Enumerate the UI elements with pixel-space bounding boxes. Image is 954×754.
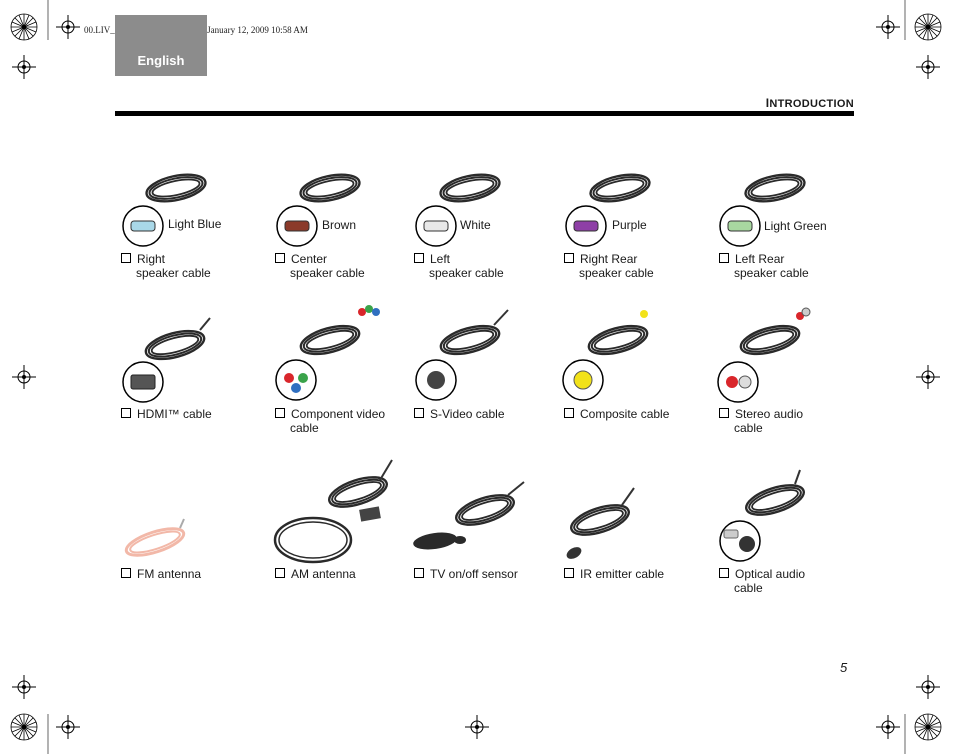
checkbox-icon	[564, 568, 574, 578]
caption-left-rear-speaker-cable: Left Rear speaker cable	[719, 252, 809, 280]
caption-tv-sensor: TV on/off sensor	[414, 567, 518, 581]
checkbox-icon	[414, 568, 424, 578]
checkbox-icon	[121, 408, 131, 418]
speaker-cable-right-icon	[122, 168, 210, 247]
composite-cable-icon	[562, 310, 652, 401]
caption-line1: HDMI™ cable	[137, 407, 212, 421]
registration-mark-icon	[10, 0, 942, 754]
hdmi-cable-icon	[122, 317, 211, 403]
color-label-white: White	[460, 218, 491, 232]
color-label-brown: Brown	[322, 218, 357, 232]
header-rule	[115, 111, 854, 116]
s-video-cable-icon	[415, 309, 509, 401]
caption-line2: cable	[734, 581, 763, 595]
color-label-purple: Purple	[612, 218, 647, 232]
checkbox-icon	[564, 253, 574, 263]
section-title: INTRODUCTION	[766, 96, 854, 110]
caption-line1: Optical audio	[735, 567, 806, 581]
caption-line1: Stereo audio	[735, 407, 804, 421]
checkbox-icon	[121, 568, 131, 578]
caption-line2: cable	[734, 421, 763, 435]
caption-line1: Center	[291, 252, 328, 266]
language-tab: English	[115, 15, 207, 76]
optical-audio-cable-icon	[719, 469, 809, 562]
caption-line2: speaker cable	[136, 266, 211, 280]
component-video-cable-icon	[275, 305, 380, 401]
caption-line1: FM antenna	[137, 567, 202, 581]
caption-line2: speaker cable	[579, 266, 654, 280]
caption-am-antenna: AM antenna	[275, 567, 356, 581]
speaker-cable-right-rear-icon	[565, 168, 654, 247]
caption-hdmi-cable: HDMI™ cable	[121, 407, 212, 421]
caption-right-rear-speaker-cable: Right Rear speaker cable	[564, 252, 654, 280]
checkbox-icon	[275, 408, 285, 418]
color-label-light-green: Light Green	[764, 219, 827, 233]
color-label-light-blue: Light Blue	[168, 217, 222, 231]
caption-line1: Left Rear	[735, 252, 785, 266]
checkbox-icon	[719, 408, 729, 418]
caption-line2: speaker cable	[734, 266, 809, 280]
page-number: 5	[840, 660, 848, 675]
checkbox-icon	[275, 253, 285, 263]
caption-line1: Right Rear	[580, 252, 638, 266]
caption-optical-audio-cable: Optical audio cable	[719, 567, 805, 595]
caption-line1: TV on/off sensor	[430, 567, 518, 581]
caption-center-speaker-cable: Center speaker cable	[275, 252, 365, 280]
speaker-cable-left-rear-icon	[719, 168, 809, 247]
checkbox-icon	[275, 568, 285, 578]
tv-sensor-icon	[413, 481, 525, 550]
checkbox-icon	[414, 253, 424, 263]
checkbox-icon	[719, 568, 729, 578]
caption-line2: speaker cable	[290, 266, 365, 280]
caption-composite-cable: Composite cable	[564, 407, 669, 421]
fm-antenna-icon	[124, 518, 186, 557]
caption-line1: IR emitter cable	[580, 567, 665, 581]
caption-line1: Composite cable	[580, 407, 670, 421]
caption-line2: speaker cable	[429, 266, 504, 280]
checkbox-icon	[564, 408, 574, 418]
caption-stereo-audio-cable: Stereo audio cable	[719, 407, 803, 435]
checkbox-icon	[414, 408, 424, 418]
caption-component-video-cable: Component video cable	[275, 407, 385, 435]
caption-line1: S-Video cable	[430, 407, 505, 421]
caption-line1: AM antenna	[291, 567, 356, 581]
section-title-initial: I	[765, 96, 770, 110]
ir-emitter-cable-icon	[566, 487, 635, 559]
checkbox-icon	[121, 253, 131, 263]
language-tab-label: English	[137, 53, 185, 68]
caption-right-speaker-cable: Right speaker cable	[121, 252, 211, 280]
caption-line1: Right	[137, 252, 166, 266]
am-antenna-icon	[273, 459, 393, 564]
caption-left-speaker-cable: Left speaker cable	[414, 252, 504, 280]
speaker-cable-center-icon	[276, 168, 364, 247]
section-title-rest: NTRODUCTION	[769, 98, 854, 110]
speaker-cable-left-icon	[415, 168, 504, 247]
caption-s-video-cable: S-Video cable	[414, 407, 505, 421]
caption-line1: Left	[430, 252, 451, 266]
caption-line1: Component video	[291, 407, 386, 421]
caption-ir-emitter-cable: IR emitter cable	[564, 567, 664, 581]
caption-fm-antenna: FM antenna	[121, 567, 201, 581]
caption-line2: cable	[290, 421, 319, 435]
stereo-audio-cable-icon	[717, 307, 811, 403]
checkbox-icon	[719, 253, 729, 263]
